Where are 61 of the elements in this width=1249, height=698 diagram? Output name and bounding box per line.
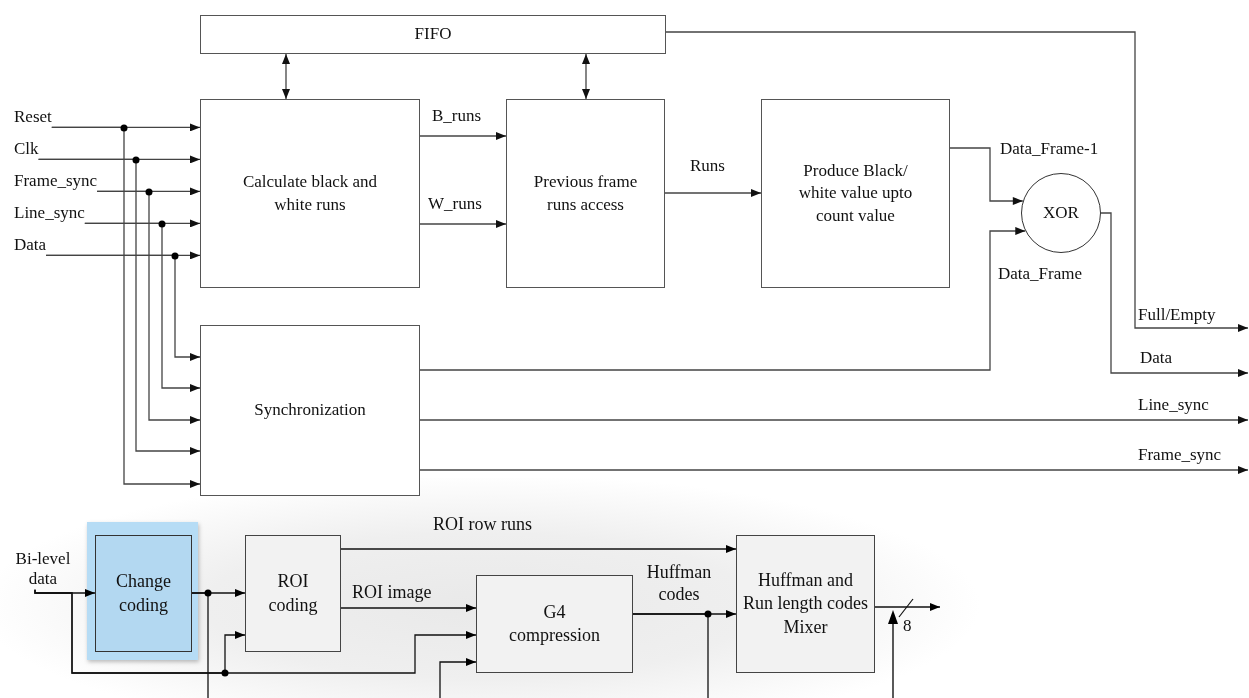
edge-label: Data_Frame-1 bbox=[1000, 139, 1099, 160]
arrow bbox=[84, 222, 201, 392]
signal-label: Line_sync bbox=[14, 203, 85, 224]
arrow bbox=[419, 132, 507, 140]
signal-label: Reset bbox=[14, 107, 52, 128]
connector-line bbox=[191, 592, 209, 698]
arrow bbox=[282, 53, 290, 100]
arrow bbox=[664, 189, 762, 197]
connector-line bbox=[632, 613, 709, 698]
process-box bbox=[200, 325, 420, 496]
edge-label: Runs bbox=[690, 156, 725, 177]
edge-label: ROI row runs bbox=[433, 514, 532, 536]
process-box bbox=[245, 535, 341, 652]
edge-label: B_runs bbox=[432, 106, 482, 127]
edge-label: Frame_sync bbox=[1138, 445, 1222, 466]
bus-width-label: 8 bbox=[903, 616, 912, 636]
block-label: Huffman and Run length codes Mixer bbox=[742, 568, 869, 639]
arrow bbox=[45, 254, 201, 361]
arrow bbox=[665, 31, 1249, 332]
process-box bbox=[476, 575, 633, 673]
arrow bbox=[340, 604, 477, 612]
process-box bbox=[200, 99, 420, 288]
arrow bbox=[419, 416, 1249, 424]
process-box bbox=[506, 99, 665, 288]
edge-label: Data_Frame bbox=[998, 264, 1083, 285]
block-label: Previous frame runs access bbox=[532, 171, 639, 216]
block-label: FIFO bbox=[413, 23, 453, 46]
process-box bbox=[736, 535, 875, 673]
edge-label: Line_sync bbox=[1138, 395, 1209, 416]
edge-label: ROI image bbox=[352, 582, 432, 604]
highlighted-process-box bbox=[95, 535, 192, 652]
arrow bbox=[34, 589, 477, 674]
arrow bbox=[340, 545, 737, 553]
block-label: ROI coding bbox=[267, 570, 319, 617]
edge-label: W_runs bbox=[428, 194, 482, 215]
arrow bbox=[37, 158, 201, 455]
arrow bbox=[949, 147, 1024, 205]
arrow bbox=[419, 466, 1249, 474]
arrow bbox=[874, 603, 941, 611]
edge-label: Full/Empty bbox=[1138, 305, 1216, 326]
block-label: Synchronization bbox=[253, 399, 367, 422]
arrow bbox=[582, 53, 590, 100]
process-box bbox=[761, 99, 950, 288]
arrow bbox=[51, 126, 201, 488]
edge-label: Huffman codes bbox=[645, 562, 713, 606]
signal-label: Frame_sync bbox=[14, 171, 98, 192]
block-label: XOR bbox=[1043, 201, 1079, 224]
edge-label: Data bbox=[1140, 348, 1173, 369]
signal-label: Data bbox=[14, 235, 47, 256]
fifo-buffer-box bbox=[200, 15, 666, 54]
arrow bbox=[1100, 212, 1249, 377]
block-label: Change coding bbox=[115, 570, 172, 617]
block-label: Calculate black and white runs bbox=[241, 171, 379, 216]
block-label: Produce Black/ white value upto count value bbox=[797, 160, 914, 227]
arrow bbox=[419, 227, 1026, 371]
arrow bbox=[419, 220, 507, 228]
block-label: G4 compression bbox=[508, 600, 601, 647]
arrow bbox=[439, 658, 477, 698]
signal-label: Bi-level data bbox=[12, 549, 74, 590]
arrow bbox=[96, 190, 201, 424]
signal-label: Clk bbox=[14, 139, 39, 160]
